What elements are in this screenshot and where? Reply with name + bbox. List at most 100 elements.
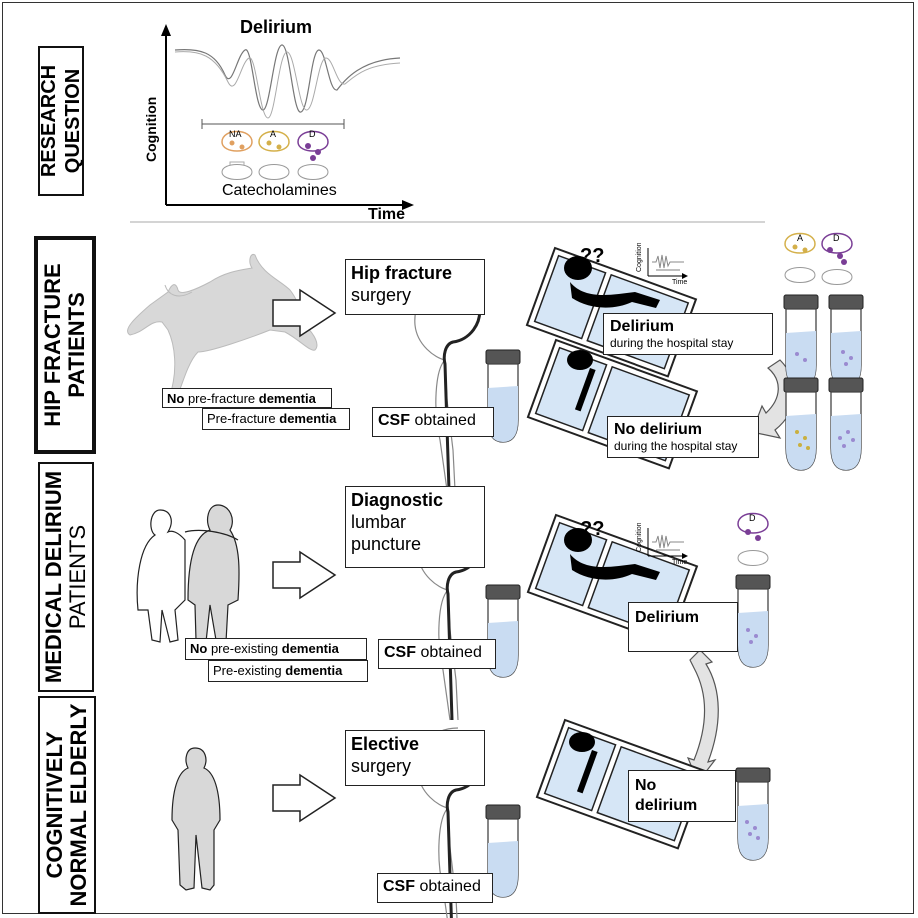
neuron-label-na: NA <box>229 129 242 139</box>
arrow-normal-1 <box>272 773 337 823</box>
hip-fracture-label: HIP FRACTURE <box>40 263 65 427</box>
procedure-line3: puncture <box>351 534 422 554</box>
row-label-cognitively-normal: COGNITIVELY NORMAL ELDERLY <box>38 696 96 914</box>
mini-graph-hip <box>647 248 688 279</box>
comparison-arrow-medical <box>686 649 719 784</box>
dementia-text: dementia <box>285 663 343 678</box>
patient-delirium-hip: ?? <box>564 245 660 308</box>
dementia-text: dementia <box>281 641 339 656</box>
graph-title: Delirium <box>240 17 313 37</box>
preexisting-text: pre-existing <box>207 641 282 656</box>
row-label-research-question: RESEARCH QUESTION <box>38 46 84 196</box>
procedure-line2: lumbar <box>351 512 407 532</box>
no-delirium-box-normal: No delirium <box>628 770 736 822</box>
csf-text: CSF <box>378 412 410 429</box>
mini-y-label-hip: Cognition <box>636 242 643 272</box>
delirium-box-hip: Delirium during the hospital stay <box>603 313 773 355</box>
procedure-title: Diagnostic <box>351 490 444 510</box>
prefracture-text: Pre-fracture <box>207 411 280 426</box>
tube-adrenaline-nodelirium <box>783 377 819 471</box>
svg-text:??: ?? <box>580 518 604 540</box>
tube-adrenaline-delirium <box>783 294 819 388</box>
tube-dots-adrenaline <box>795 430 810 450</box>
obtained-text: obtained <box>415 878 481 895</box>
procedure-subtitle: surgery <box>351 285 412 305</box>
no-delirium-box-hip: No delirium during the hospital stay <box>607 416 759 458</box>
neuron-label-d-medical: D <box>749 513 756 523</box>
delirium-text: delirium <box>635 797 698 814</box>
x-axis-label: Time <box>368 206 406 223</box>
obtained-text: obtained <box>410 412 476 429</box>
prefracture-dementia-box: Pre-fracture dementia <box>202 408 350 430</box>
neuron-label-d-hip: D <box>833 233 840 243</box>
falling-person-silhouette <box>127 253 318 396</box>
mini-y-label-medical: Cognition <box>636 522 643 552</box>
medical-delirium-label: MEDICAL DELIRIUM <box>41 470 66 684</box>
preexisting-dementia-box: Pre-existing dementia <box>208 660 368 682</box>
delirium-title: Delirium <box>635 609 700 626</box>
neuron-adrenaline <box>258 130 290 180</box>
neuron-label-d: D <box>309 129 316 139</box>
elective-surgery-box: Elective surgery <box>345 730 485 786</box>
y-axis-label: Cognition <box>143 96 159 162</box>
cognitively-normal-label-2: NORMAL ELDERLY <box>66 703 91 907</box>
tube-dopamine-medical <box>735 574 771 668</box>
delirium-subtitle: during the hospital stay <box>610 336 734 350</box>
tube-dopamine-delirium <box>828 294 864 388</box>
procedure-subtitle: surgery <box>351 756 412 776</box>
tube-dopamine-normal <box>735 767 771 861</box>
neuron-dopamine-medical <box>737 512 769 566</box>
arrow-medical-1 <box>272 550 337 600</box>
standing-person-silhouette <box>171 747 221 891</box>
patient-nodelirium-hip <box>567 350 596 412</box>
neuron-label-a: A <box>270 129 277 139</box>
mini-x-label-hip: Time <box>672 279 688 286</box>
medical-delirium-sublabel: PATIENTS <box>65 524 90 630</box>
csf-text: CSF <box>384 644 416 661</box>
preexisting-text: Pre-existing <box>213 663 286 678</box>
no-delirium-title: No delirium <box>614 421 703 438</box>
delirium-title: Delirium <box>610 318 675 335</box>
arrow-hip-1 <box>272 288 337 338</box>
prefracture-text: pre-fracture <box>184 391 259 406</box>
two-persons-outline <box>136 504 240 643</box>
obtained-text: obtained <box>416 644 482 661</box>
dementia-text: dementia <box>258 391 316 406</box>
csf-text: CSF <box>383 878 415 895</box>
no-delirium-subtitle: during the hospital stay <box>614 439 738 453</box>
delirium-box-medical: Delirium <box>628 602 738 652</box>
diagnostic-lumbar-puncture-box: Diagnostic lumbar puncture <box>345 486 485 568</box>
neuron-dopamine-hip <box>821 232 853 285</box>
mini-x-label-medical: Time <box>672 559 688 566</box>
procedure-title: Elective <box>351 734 420 754</box>
no-text: No <box>167 391 185 406</box>
no-text: No <box>190 641 208 656</box>
dementia-text: dementia <box>279 411 337 426</box>
neuron-label-a-hip: A <box>797 233 804 243</box>
patient-delirium-medical: ?? <box>564 518 660 580</box>
delirium-graph <box>161 24 414 210</box>
catecholamines-label: Catecholamines <box>222 182 337 199</box>
no-preexisting-dementia-box: No pre-existing dementia <box>185 638 367 660</box>
row-label-hip-fracture: HIP FRACTURE PATIENTS <box>34 236 96 454</box>
cognitively-normal-label-1: COGNITIVELY <box>42 731 67 879</box>
procedure-title: Hip fracture <box>351 263 453 283</box>
hip-fracture-sublabel: PATIENTS <box>64 292 89 398</box>
no-text: No <box>635 777 657 794</box>
csf-obtained-box-hip: CSF obtained <box>372 407 494 437</box>
tube-dopamine-nodelirium <box>828 377 864 471</box>
row-label-medical-delirium: MEDICAL DELIRIUM PATIENTS <box>38 462 94 692</box>
no-prefracture-dementia-box: No pre-fracture dementia <box>162 388 332 408</box>
csf-obtained-box-normal: CSF obtained <box>377 873 493 903</box>
neuron-noradrenaline <box>221 130 253 180</box>
tube-dots-dopamine <box>838 350 855 448</box>
patient-nodelirium-normal <box>569 732 598 794</box>
svg-text:??: ?? <box>580 245 604 267</box>
research-question-label: RESEARCH QUESTION <box>38 64 84 178</box>
csf-obtained-box-medical: CSF obtained <box>378 639 496 669</box>
neuron-adrenaline-hip <box>784 232 816 283</box>
hip-fracture-surgery-box: Hip fracture surgery <box>345 259 485 315</box>
